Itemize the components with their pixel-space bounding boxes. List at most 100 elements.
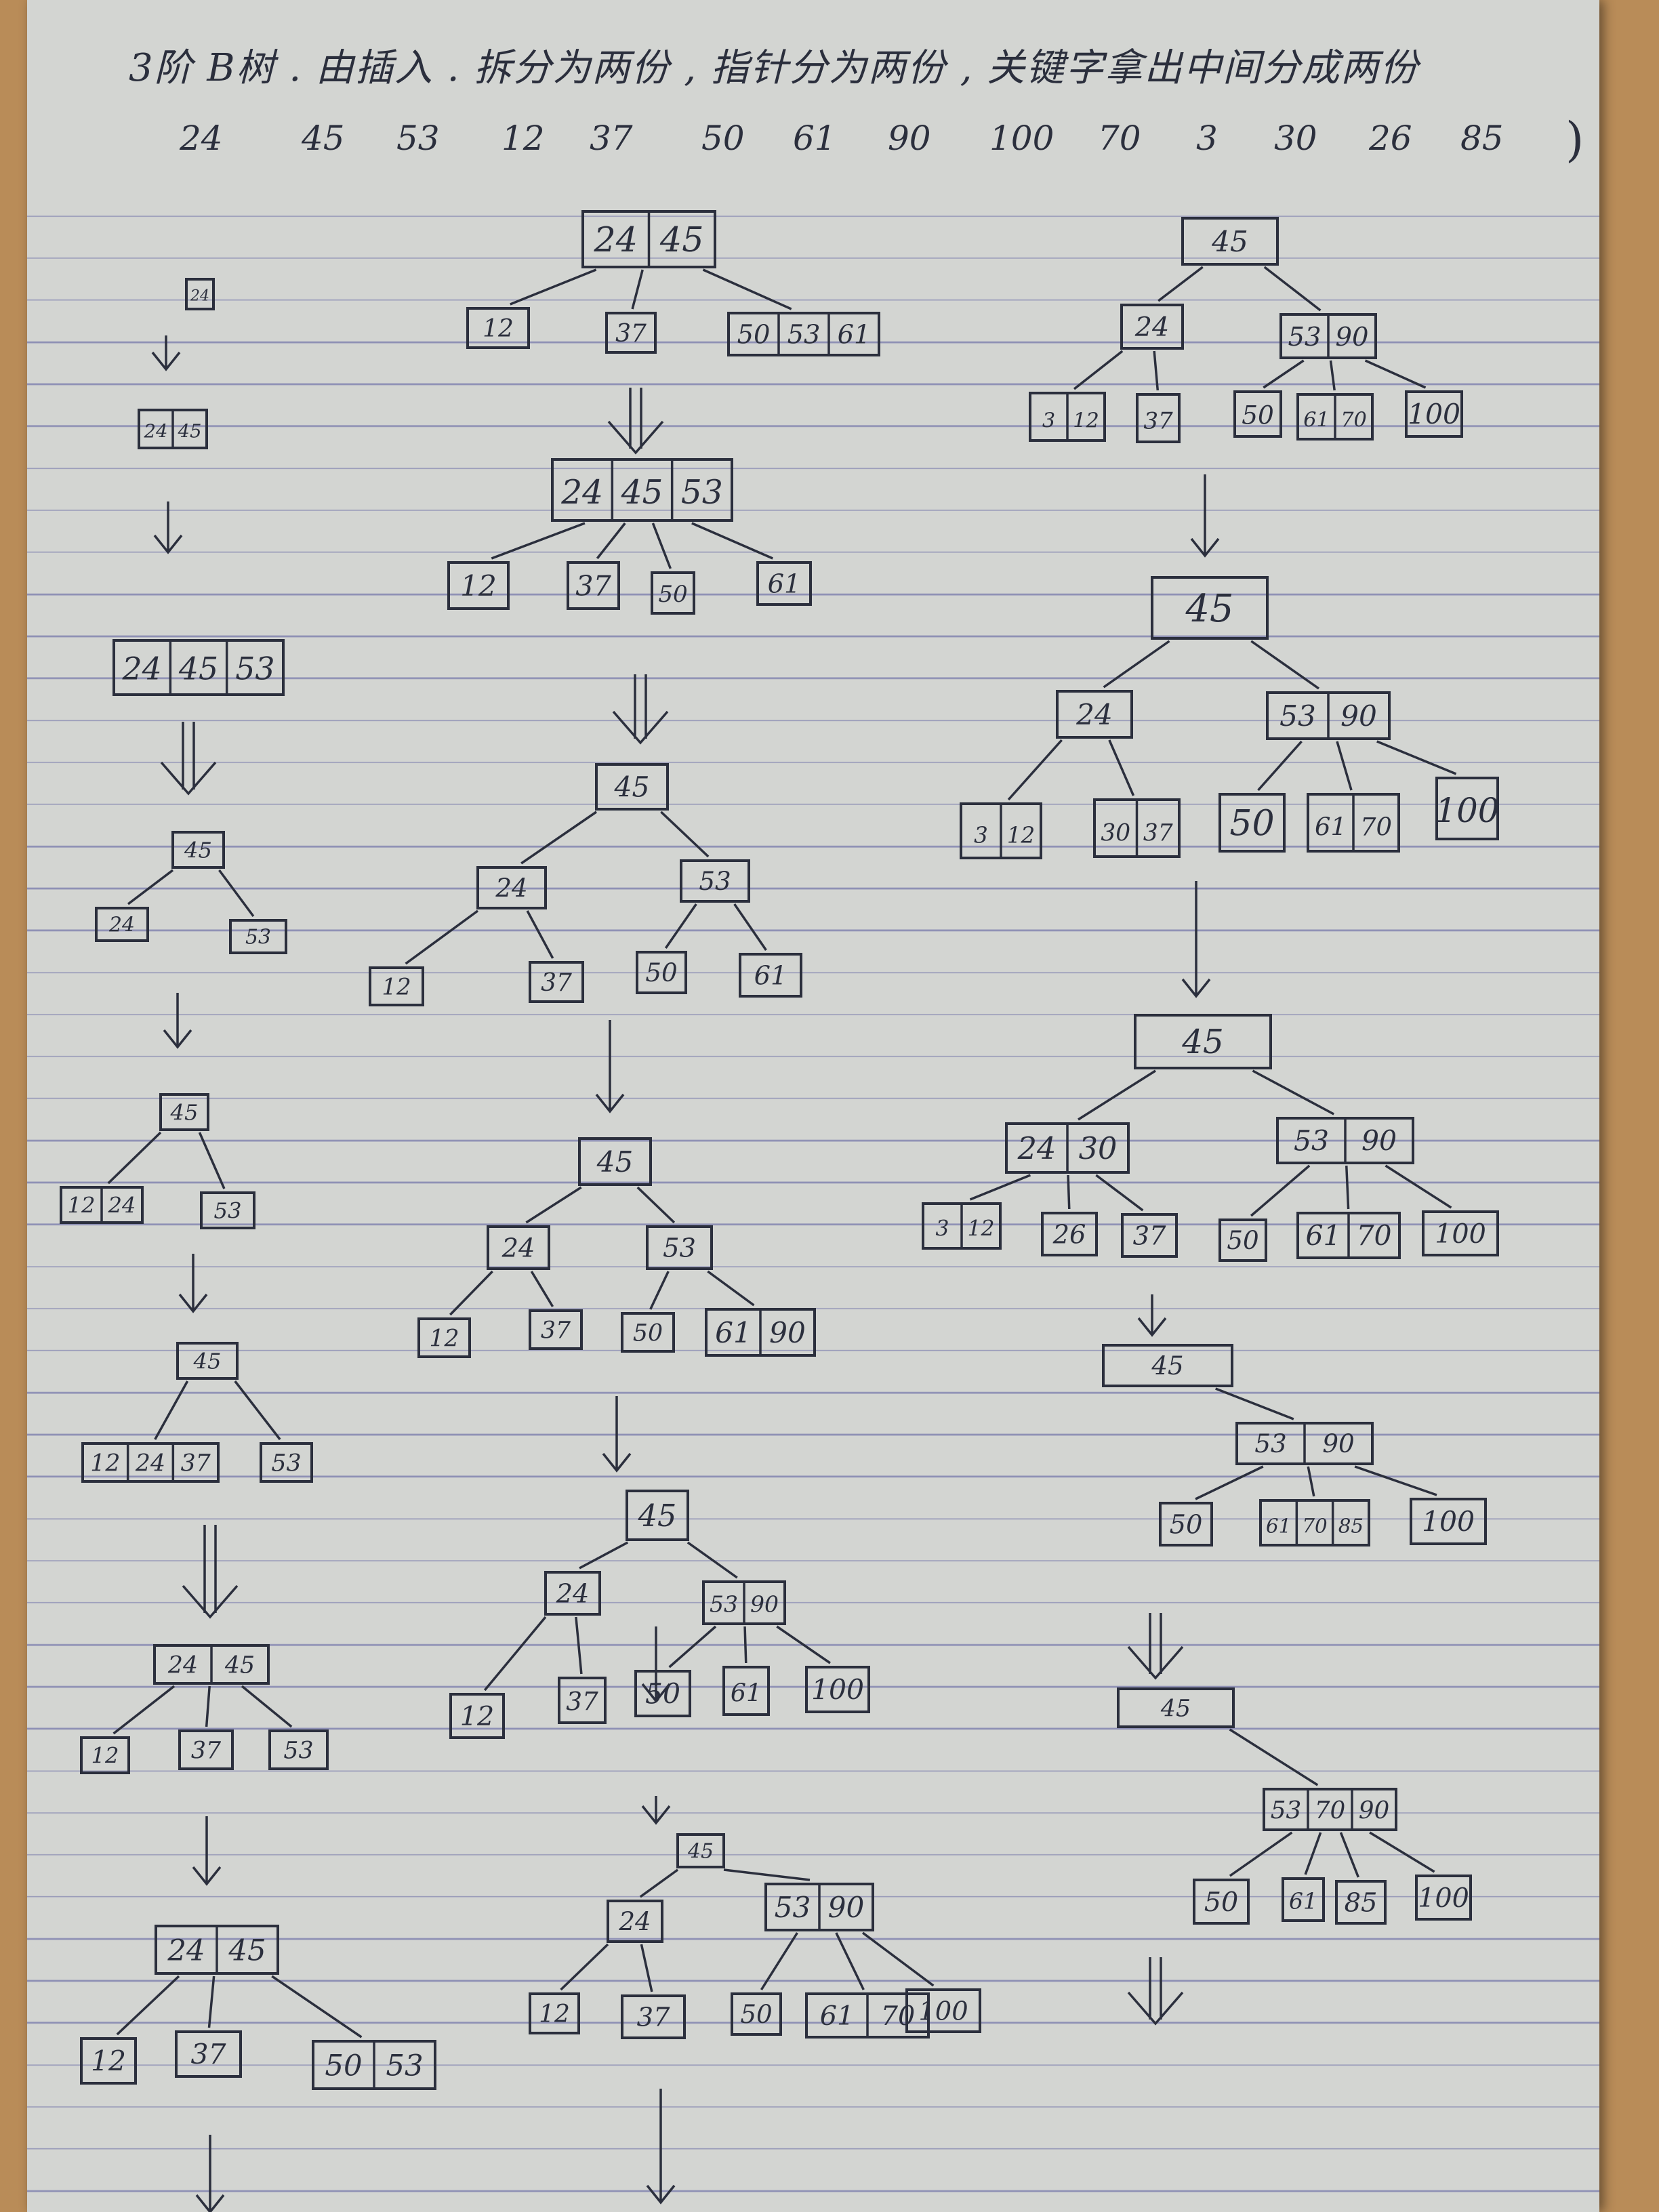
node-key: 90 xyxy=(769,1316,806,1349)
tree-node xyxy=(529,1992,580,2034)
node-key: 12 xyxy=(91,1742,119,1768)
tree-node xyxy=(153,1644,270,1685)
node-key: 37 xyxy=(541,969,572,997)
node-key: 30 xyxy=(1079,1131,1118,1166)
step-arrow-head xyxy=(160,761,217,796)
node-key: 61 xyxy=(1303,409,1330,432)
tree-edge xyxy=(702,268,792,310)
tree-node xyxy=(1193,1879,1250,1925)
tree-node xyxy=(646,1225,713,1270)
tree-edge xyxy=(1153,350,1160,391)
node-key: 50 xyxy=(658,581,687,608)
node-key: 45 xyxy=(224,1652,255,1679)
step-arrow-head xyxy=(607,420,664,455)
tree-node xyxy=(1410,1498,1487,1545)
tree-node xyxy=(739,953,802,998)
tree-node xyxy=(581,210,716,268)
tree-node xyxy=(466,307,530,349)
node-key: 37 xyxy=(575,570,611,602)
node-key: 24 xyxy=(122,651,162,687)
tree-node xyxy=(1056,690,1133,739)
node-key: 50 xyxy=(1204,1887,1239,1918)
node-key: 53 xyxy=(699,866,731,896)
tree-edge xyxy=(640,1944,653,1992)
tree-node xyxy=(922,1202,1002,1250)
node-key: 45 xyxy=(178,420,202,442)
tree-edge xyxy=(520,811,597,865)
node-key: 70 xyxy=(1356,1220,1391,1252)
tree-edge xyxy=(1257,740,1303,792)
tree-node xyxy=(155,1925,279,1975)
node-key: 45 xyxy=(1185,587,1234,631)
tree-node xyxy=(185,278,215,310)
tree-node xyxy=(476,866,547,909)
node-key: 12 xyxy=(460,1701,495,1732)
tree-node xyxy=(1041,1212,1098,1256)
tree-edge xyxy=(664,903,697,949)
node-key: 45 xyxy=(170,1099,199,1125)
node-key: 53 xyxy=(283,1737,313,1764)
node-key: 37 xyxy=(181,1450,211,1477)
tree-node xyxy=(81,1442,220,1483)
tree-node xyxy=(417,1317,471,1358)
node-key: 70 xyxy=(881,2001,916,2032)
step-arrow-head xyxy=(595,1093,625,1113)
node-key: 61 xyxy=(1289,1888,1317,1914)
node-key: 12 xyxy=(460,569,497,602)
step-arrow-head xyxy=(602,1452,632,1473)
node-key: 37 xyxy=(566,1687,598,1717)
tree-edge xyxy=(526,910,554,959)
tree-node xyxy=(722,1666,770,1716)
tree-node xyxy=(621,1994,686,2039)
step-arrow-head xyxy=(182,1584,239,1619)
node-key: 24 xyxy=(167,1933,205,1967)
node-key: 53 xyxy=(386,2049,423,2083)
tree-node xyxy=(1120,304,1184,350)
node-key: 100 xyxy=(918,1996,968,2027)
tree-edge xyxy=(107,1131,162,1185)
node-key: 53 xyxy=(787,320,821,350)
sequence-key: 50 xyxy=(701,119,745,158)
node-key: 45 xyxy=(1181,1023,1224,1061)
node-key: 50 xyxy=(633,1319,663,1347)
node-key: 12 xyxy=(91,2045,126,2078)
node-key: 100 xyxy=(811,1674,864,1706)
tree-node xyxy=(636,951,687,994)
tree-node xyxy=(449,1693,505,1739)
tree-node xyxy=(80,2037,137,2085)
tree-node xyxy=(595,763,669,811)
tree-node xyxy=(578,1137,652,1186)
tree-edge xyxy=(1369,1831,1435,1873)
tree-edge xyxy=(636,1186,676,1224)
tree-edge xyxy=(1078,1069,1156,1121)
sequence-key: 53 xyxy=(396,119,440,158)
sequence-key: 26 xyxy=(1369,119,1412,158)
tree-node xyxy=(607,1900,663,1943)
tree-node xyxy=(1093,798,1181,858)
node-key: 37 xyxy=(1143,819,1173,846)
node-key: 90 xyxy=(1322,1429,1354,1458)
tree-node xyxy=(626,1490,689,1541)
tree-node xyxy=(1134,1014,1272,1069)
node-key: 53 xyxy=(1288,322,1322,352)
node-key: 61 xyxy=(1315,812,1347,841)
tree-edge xyxy=(560,1943,609,1991)
step-arrow-head xyxy=(641,1805,671,1825)
node-key: 61 xyxy=(731,1678,762,1707)
node-key: 53 xyxy=(235,651,274,687)
tree-edge xyxy=(1385,1164,1452,1209)
tree-edge xyxy=(835,1932,865,1990)
sequence-key: 61 xyxy=(793,119,836,158)
node-key: 37 xyxy=(1143,407,1173,434)
tree-node xyxy=(756,561,812,606)
node-key: 70 xyxy=(1340,409,1367,432)
node-key: 100 xyxy=(1408,398,1460,431)
node-key: 24 xyxy=(190,288,209,305)
node-key: 26 xyxy=(1052,1220,1086,1250)
tree-edge xyxy=(483,1616,547,1692)
node-key: 37 xyxy=(190,2039,226,2071)
tree-node xyxy=(705,1308,816,1357)
tree-node xyxy=(176,1342,239,1380)
node-key: 61 xyxy=(1266,1515,1291,1538)
node-key: 37 xyxy=(615,320,647,348)
